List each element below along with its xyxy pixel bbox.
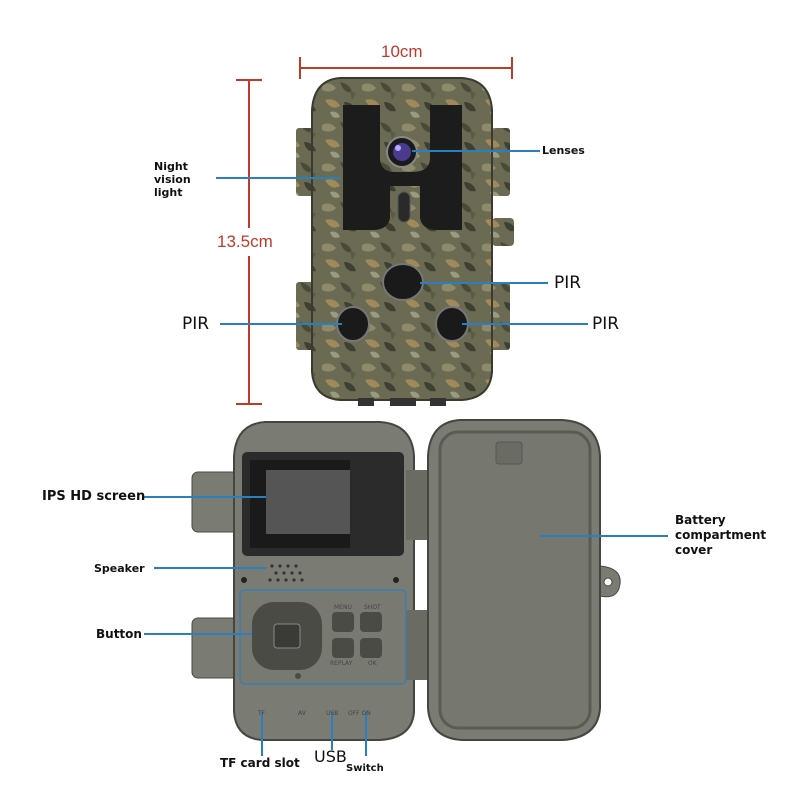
lenses-label: Lenses: [542, 144, 585, 157]
night-vision-panel: [343, 105, 462, 230]
pir-sensor-center: [382, 263, 424, 301]
screen-label: IPS HD screen: [42, 489, 146, 504]
night-vision-label: Night vision light: [154, 160, 191, 199]
speaker-grille: [268, 564, 304, 582]
speaker-label: Speaker: [94, 562, 145, 575]
pir-right-label: PIR: [592, 314, 620, 334]
height-dimension-line: [236, 79, 262, 405]
switch-label: Switch: [346, 763, 384, 774]
menu-button: [332, 612, 354, 632]
off-on-text: OFF ON: [348, 710, 371, 717]
ips-screen: [266, 470, 350, 534]
av-text: AV: [298, 710, 306, 717]
tf-text: TF: [258, 710, 266, 717]
battery-cover-label: Battery compartment cover: [675, 513, 767, 557]
width-dimension-line: [299, 57, 513, 79]
usb-label: USB: [314, 747, 347, 766]
button-label: Button: [96, 627, 142, 641]
back-callout-lines: [144, 496, 668, 756]
front-camera: [296, 77, 514, 406]
pir-left-label: PIR: [182, 314, 210, 334]
front-callout-lines: [216, 150, 588, 325]
battery-cover: [427, 419, 621, 741]
tf-card-label: TF card slot: [220, 756, 300, 770]
shot-text: SHOT: [364, 604, 381, 611]
replay-text: REPLAY: [330, 660, 353, 667]
ok-text: OK: [368, 660, 377, 667]
usb-text: USB: [326, 710, 339, 717]
replay-button: [332, 638, 354, 658]
pir-center-label: PIR: [554, 273, 582, 293]
height-label: 13.5cm: [217, 232, 273, 251]
width-label: 10cm: [381, 42, 423, 61]
menu-text: MENU: [334, 604, 352, 611]
ok-button: [360, 638, 382, 658]
back-camera-body: [191, 421, 430, 741]
shot-button: [360, 612, 382, 632]
